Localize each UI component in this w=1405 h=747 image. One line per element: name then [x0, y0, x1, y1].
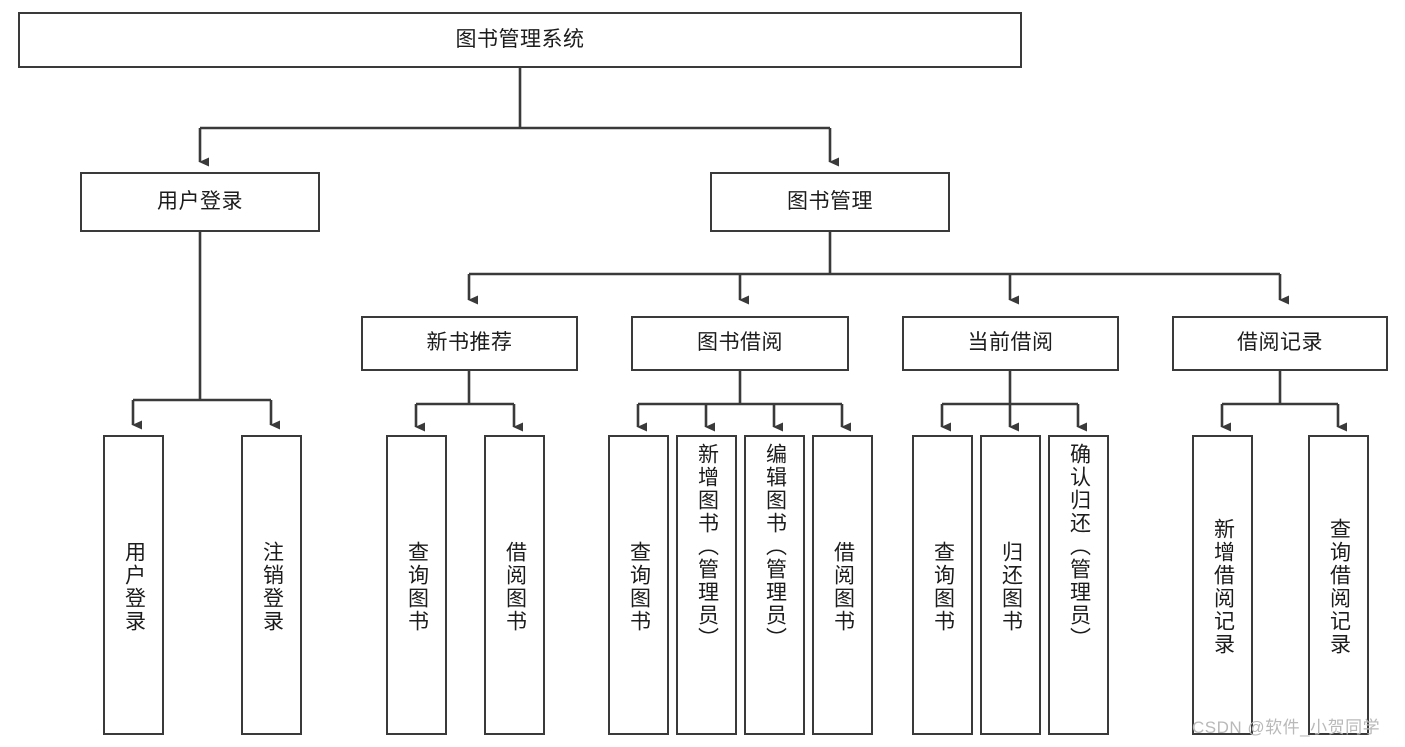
node-label: 用户登录	[122, 541, 146, 633]
leaf-recommend-query-book[interactable]: 查询图书	[386, 435, 447, 735]
node-user-login[interactable]: 用户登录	[80, 172, 320, 232]
leaf-recommend-borrow-book[interactable]: 借阅图书	[484, 435, 545, 735]
node-label: 图书管理系统	[455, 27, 585, 51]
node-label: 借阅图书	[831, 541, 855, 633]
node-label: 查询图书	[931, 541, 955, 633]
node-root-system[interactable]: 图书管理系统	[18, 12, 1022, 68]
node-label: 新增图书（管理员）	[695, 443, 719, 650]
node-label: 归还图书	[999, 541, 1023, 633]
node-label: 查询图书	[405, 541, 429, 633]
node-label: 借阅图书	[503, 541, 527, 633]
node-borrow-record[interactable]: 借阅记录	[1172, 316, 1388, 371]
node-label: 新书推荐	[426, 331, 513, 355]
csdn-watermark: CSDN @软件_小贺同学	[1192, 718, 1381, 737]
node-label: 确认归还（管理员）	[1067, 443, 1091, 650]
node-label: 新增借阅记录	[1211, 518, 1235, 656]
leaf-user-login-logout[interactable]: 注销登录	[241, 435, 302, 735]
node-label: 编辑图书（管理员）	[763, 443, 787, 650]
leaf-borrow-add-book-admin[interactable]: 新增图书（管理员）	[676, 435, 737, 735]
node-book-management[interactable]: 图书管理	[710, 172, 950, 232]
leaf-record-query-record[interactable]: 查询借阅记录	[1308, 435, 1369, 735]
node-label: 图书借阅	[697, 331, 783, 355]
leaf-borrow-borrow-book[interactable]: 借阅图书	[812, 435, 873, 735]
node-label: 查询图书	[627, 541, 651, 633]
leaf-current-query-book[interactable]: 查询图书	[912, 435, 973, 735]
leaf-borrow-query-book[interactable]: 查询图书	[608, 435, 669, 735]
node-label: 查询借阅记录	[1327, 518, 1351, 656]
leaf-user-login-login[interactable]: 用户登录	[103, 435, 164, 735]
node-label: 图书管理	[787, 189, 873, 213]
leaf-record-add-record[interactable]: 新增借阅记录	[1192, 435, 1253, 735]
leaf-current-confirm-return-admin[interactable]: 确认归还（管理员）	[1048, 435, 1109, 735]
node-label: 借阅记录	[1237, 331, 1323, 355]
node-label: 用户登录	[157, 189, 243, 213]
leaf-borrow-edit-book-admin[interactable]: 编辑图书（管理员）	[744, 435, 805, 735]
leaf-current-return-book[interactable]: 归还图书	[980, 435, 1041, 735]
node-label: 当前借阅	[967, 331, 1054, 355]
node-current-borrow[interactable]: 当前借阅	[902, 316, 1119, 371]
node-new-book-recommend[interactable]: 新书推荐	[361, 316, 578, 371]
node-label: 注销登录	[260, 541, 284, 633]
node-book-borrow[interactable]: 图书借阅	[631, 316, 849, 371]
